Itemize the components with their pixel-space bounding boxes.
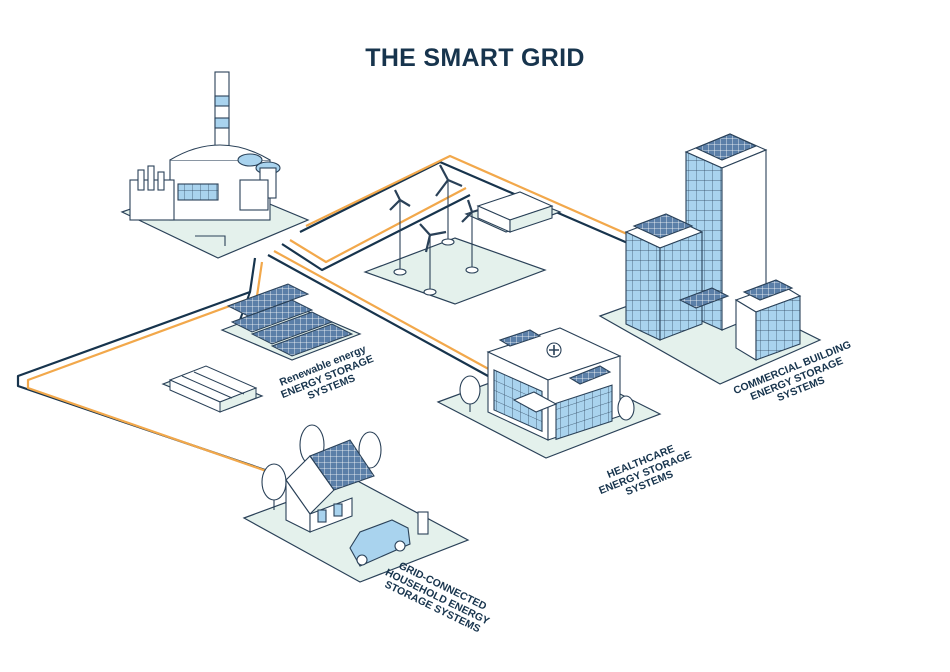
wind-turbines xyxy=(389,164,554,296)
wind-turbine xyxy=(435,164,463,246)
cable-wind-navy xyxy=(281,194,471,272)
cable-commercial-navy xyxy=(299,160,631,246)
cable-commercial-orange xyxy=(305,154,637,240)
household xyxy=(261,424,429,567)
solar-farm xyxy=(226,283,354,357)
healthcare-building xyxy=(459,327,635,441)
cable-wind-orange xyxy=(289,187,467,264)
wind-platform xyxy=(363,237,547,305)
page-title: THE SMART GRID xyxy=(365,44,585,72)
wind-turbine xyxy=(389,189,411,276)
commercial-buildings xyxy=(624,133,802,361)
battery-storage xyxy=(168,365,258,413)
cable-household-orange xyxy=(26,261,276,476)
power-plant xyxy=(129,71,281,246)
cable-healthcare-orange xyxy=(273,250,495,373)
wind-turbine xyxy=(419,223,447,296)
power-lines xyxy=(16,154,637,476)
cable-household-navy xyxy=(16,257,266,472)
cable-healthcare-navy xyxy=(267,254,489,377)
battery-storage-units xyxy=(476,191,554,233)
